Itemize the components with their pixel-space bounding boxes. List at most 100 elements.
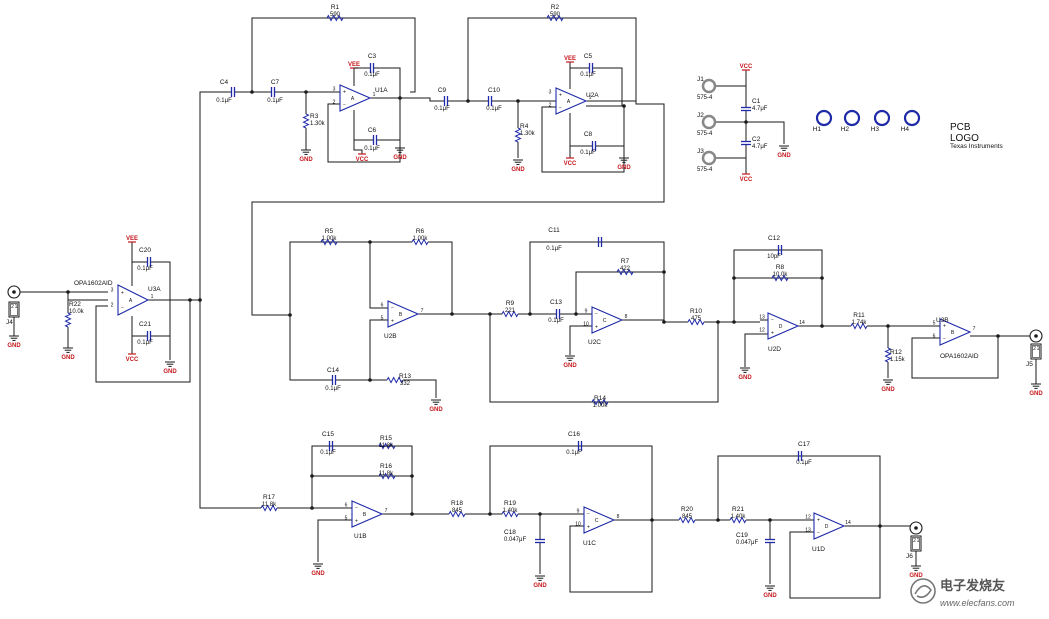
resistor-r5: R51.00k <box>310 228 348 246</box>
capacitor-ref-c5: C5 <box>584 53 593 60</box>
capacitor-value-c21: 0.1μF <box>137 340 153 346</box>
junction <box>304 90 308 94</box>
opamp-sign-top: − <box>391 306 394 312</box>
connector-pin: 2 <box>1033 346 1036 352</box>
opamp-sign-top: + <box>121 291 124 297</box>
opamp-letter-u1b: B <box>363 512 367 518</box>
vee-label: VEE <box>348 62 360 68</box>
vee-label: VEE <box>126 236 138 242</box>
resistor-value-r17: 11.8k <box>262 502 277 508</box>
resistor-ref-r16: R16 <box>380 463 392 470</box>
capacitor-c2: C24.7μF <box>741 134 768 152</box>
opamp-letter-u2d: D <box>779 324 783 330</box>
opamp-letter-u1a: A <box>351 96 355 102</box>
pin-number: 2 <box>111 303 114 309</box>
pin-number: 6 <box>381 303 384 309</box>
ground-symbol: GND <box>393 147 407 161</box>
connector-pin: 1 <box>917 538 920 544</box>
bnc-connector <box>7 285 21 299</box>
capacitor-ref-c12: C12 <box>768 235 780 242</box>
pin-number: 3 <box>111 288 114 294</box>
capacitor-value-c2: 4.7μF <box>752 144 768 150</box>
connector-pin: 1 <box>15 304 18 310</box>
vcc-label: VCC <box>356 157 369 163</box>
capacitor-value-c10: 0.1μF <box>486 106 502 112</box>
capacitor-ref-c14: C14 <box>327 367 339 374</box>
capacitor-value-c19: 0.047μF <box>736 540 758 546</box>
opamp-sign-bottom: − <box>559 106 562 112</box>
resistor-ref-r13: R13 <box>399 373 411 380</box>
junction <box>820 276 824 280</box>
junction <box>368 378 372 382</box>
bnc-connector <box>909 521 923 535</box>
ground-label: GND <box>299 157 313 163</box>
capacitor-value-c16: 0.1μF <box>566 450 582 456</box>
opamp-ref-u1a: U1A <box>375 87 388 94</box>
ground-symbol: GND <box>617 157 631 171</box>
resistor-value-r11: 1.74k <box>852 320 868 326</box>
opamp-ref-u3a: U3A <box>148 286 161 293</box>
opamp-sign-bottom: − <box>343 103 346 109</box>
power-jack-value: 575-4 <box>697 131 713 137</box>
resistor-ref-r17: R17 <box>263 494 275 501</box>
junction <box>662 270 666 274</box>
vee-rail-symbol: VEE <box>126 236 138 243</box>
junction <box>410 512 414 516</box>
junction <box>310 474 314 478</box>
opamp-ref-u2d: U2D <box>768 346 781 353</box>
resistor-ref-r6: R6 <box>416 228 425 235</box>
ground-label: GND <box>7 343 21 349</box>
ground-label: GND <box>763 593 777 599</box>
watermark-url: www.elecfans.com <box>940 598 1015 608</box>
capacitor-ref-c15: C15 <box>322 431 334 438</box>
resistor-value-r4: 1.30k <box>520 131 536 137</box>
connector-pin: 2 <box>11 304 14 310</box>
junction <box>820 324 824 328</box>
logo-line-2: LOGO <box>950 133 979 144</box>
capacitor-value-c18: 0.047μF <box>504 537 526 543</box>
vcc-rail-symbol: VCC <box>564 157 577 167</box>
capacitor-value-c6: 0.1μF <box>364 146 380 152</box>
opamp-part-u3a: OPA1602AID <box>74 280 113 287</box>
opamp-letter-u2a: A <box>567 99 571 105</box>
resistor-value-r18: 845 <box>452 508 463 514</box>
resistor-value-r21: 1.40k <box>731 514 747 520</box>
opamp-sign-bottom: + <box>355 519 358 525</box>
resistor-ref-r11: R11 <box>853 312 865 319</box>
resistor-ref-r9: R9 <box>506 300 515 307</box>
resistor-ref-r4: R4 <box>520 123 529 130</box>
ground-label: GND <box>1029 391 1043 397</box>
vcc-rail-symbol: VCC <box>740 64 753 71</box>
mounting-hole-2: H2 <box>841 109 861 133</box>
power-jack-value: 575-4 <box>697 95 713 101</box>
pin-number: 8 <box>617 514 620 520</box>
mounting-hole-label: H1 <box>813 126 822 133</box>
junction <box>528 312 532 316</box>
mounting-hole-3: H3 <box>871 109 891 133</box>
resistor-ref-r12: R12 <box>890 349 902 356</box>
junction <box>622 104 626 108</box>
mounting-hole-1: H1 <box>813 109 833 133</box>
ground-symbol: GND <box>299 149 313 163</box>
capacitor-ref-c21: C21 <box>139 321 151 328</box>
resistor-value-r22: 10.0k <box>69 309 85 315</box>
junction <box>410 474 414 478</box>
vcc-label: VCC <box>564 161 577 167</box>
capacitor-ref-c2: C2 <box>752 136 761 143</box>
capacitor-value-c1: 4.7μF <box>752 106 768 112</box>
power-jack-ref: J1 <box>697 76 704 83</box>
